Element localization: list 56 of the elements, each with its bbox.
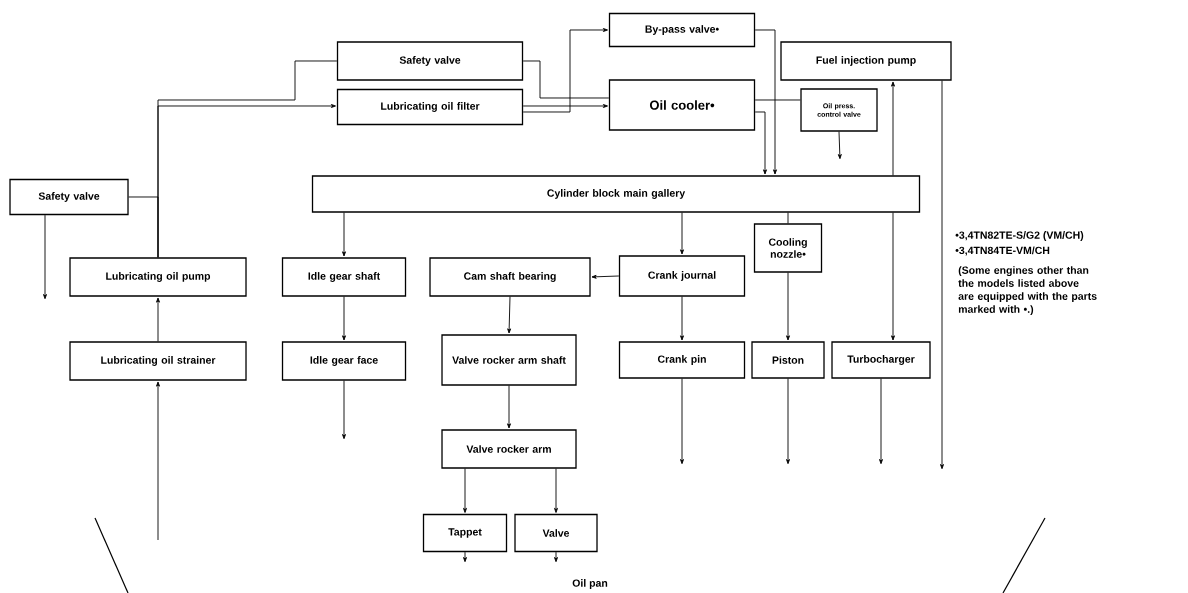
- process-box: Safety valve: [336, 41, 524, 81]
- pipe-line: [157, 60, 338, 258]
- flow-arrow: [754, 111, 767, 175]
- process-box: By-pass valve•: [608, 12, 756, 48]
- process-box: Cylinder block main gallery: [311, 175, 921, 213]
- flow-arrow: [891, 212, 895, 341]
- flow-arrow: [879, 378, 883, 465]
- process-box: Turbocharger: [831, 341, 931, 379]
- process-box: Lubricating oil pump: [69, 257, 247, 297]
- process-box: Cam shaft bearing: [429, 257, 591, 297]
- flow-arrow: [156, 297, 160, 342]
- process-box: Valve rocker arm shaft: [441, 334, 577, 386]
- flow-arrow: [342, 296, 346, 341]
- flow-arrow: [680, 296, 684, 341]
- flow-arrow: [43, 214, 47, 300]
- pipe-line: [522, 60, 610, 99]
- process-box: Piston: [751, 341, 825, 379]
- process-box: Crank pin: [618, 341, 746, 379]
- flow-arrow: [940, 80, 944, 470]
- flow-arrow: [786, 272, 790, 341]
- flow-arrow: [837, 131, 842, 160]
- flow-arrow: [680, 212, 684, 255]
- process-box: Cooling nozzle•: [753, 223, 823, 273]
- flow-arrow: [463, 468, 467, 513]
- flow-arrow: [554, 468, 558, 513]
- flow-arrow: [342, 380, 346, 440]
- process-box: Lubricating oil filter: [336, 88, 524, 126]
- model-list-item: •3,4TN82TE-S/G2 (VM/CH): [955, 231, 1084, 241]
- flow-arrow: [507, 296, 512, 334]
- process-box: Safety valve: [9, 178, 129, 216]
- process-box: Valve rocker arm: [441, 429, 577, 469]
- note-text: (Some engines other than the models listed above are equipped with the parts marked with •.): [958, 266, 1097, 315]
- process-box: Lubricating oil strainer: [69, 341, 247, 381]
- process-box: Tappet: [422, 513, 508, 553]
- process-box: Crank journal: [618, 255, 746, 297]
- flow-arrow: [463, 551, 467, 563]
- flow-arrow: [522, 104, 608, 108]
- flow-arrow: [554, 551, 558, 563]
- flow-arrow: [786, 378, 790, 465]
- flow-arrow: [680, 378, 684, 465]
- pipe-line: [754, 99, 801, 101]
- flow-arrow: [342, 212, 346, 257]
- pan-label: Oil pan: [572, 579, 608, 589]
- process-box: Idle gear shaft: [281, 257, 407, 297]
- flow-arrow: [507, 385, 511, 429]
- pipe-line: [787, 212, 789, 224]
- process-box: Valve: [514, 513, 598, 553]
- model-list-item: •3,4TN84TE-VM/CH: [955, 246, 1050, 256]
- flow-arrow: [522, 28, 608, 113]
- process-box: Idle gear face: [281, 341, 407, 381]
- flow-arrow: [754, 29, 777, 175]
- process-box: Oil cooler•: [608, 79, 756, 131]
- process-box: Fuel injection pump: [780, 41, 952, 81]
- flow-arrow: [891, 81, 895, 176]
- flow-arrow: [591, 274, 620, 279]
- flow-arrow: [156, 381, 160, 541]
